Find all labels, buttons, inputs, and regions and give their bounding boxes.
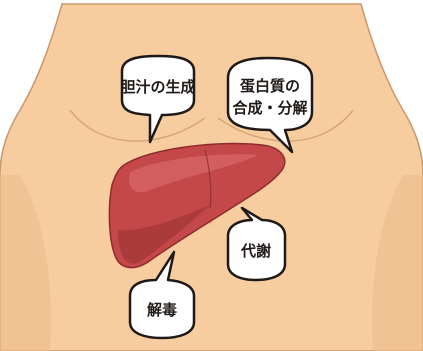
bubble-metabolism-label: 代謝 <box>240 242 271 260</box>
bubble-bile-label: 胆汁の生成 <box>120 78 195 96</box>
bubble-protein-label-line1: 蛋白質の <box>240 77 300 95</box>
bubble-detox-label: 解毒 <box>147 301 177 319</box>
bubble-protein-label-line2: 合成・分解 <box>231 99 307 117</box>
